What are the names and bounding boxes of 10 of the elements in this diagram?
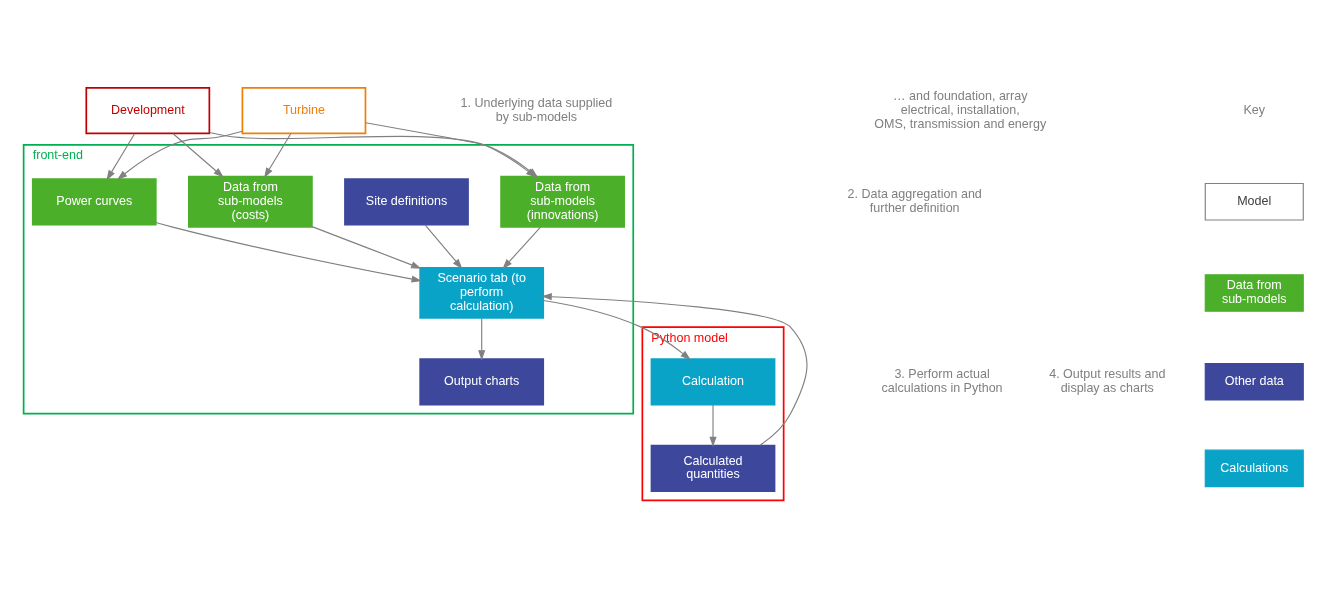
label: 3. Perform actual calculations in Python <box>881 366 1003 395</box>
legend-label: Data from sub-models <box>1221 277 1287 306</box>
legend-label: Other data <box>1224 373 1284 388</box>
legend-label: Calculations <box>1219 460 1288 475</box>
label: Key <box>1242 102 1265 117</box>
label: 4. Output results and display as charts <box>1048 366 1165 395</box>
label: … and foundation, array electrical, installation, OMS, transmission and energy <box>873 88 1046 130</box>
label: 2. Data aggregation and further definition <box>847 186 982 215</box>
label: 1. Underlying data supplied by sub-models <box>460 95 612 124</box>
legend-label: Model <box>1236 193 1271 208</box>
